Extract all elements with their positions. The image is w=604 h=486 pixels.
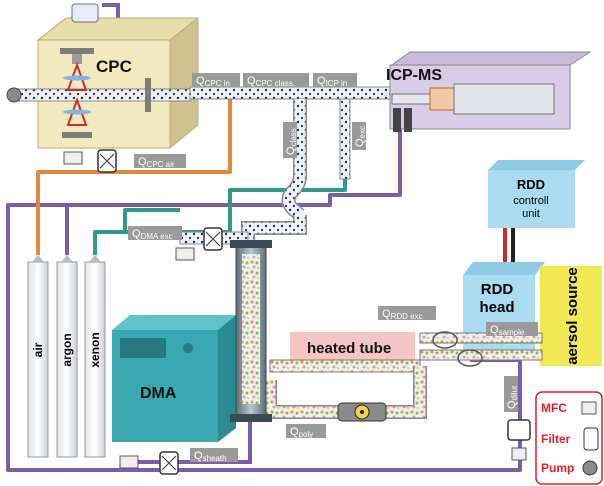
- heated-tube-label: heated tube: [307, 340, 391, 357]
- svg-text:QCPC class.: QCPC class.: [247, 75, 295, 88]
- rdd-control-line3: unit: [522, 208, 540, 220]
- cpc-instrument: [6, 3, 200, 150]
- svg-text:Qpoly: Qpoly: [290, 426, 313, 439]
- legend-pump-label: Pump: [541, 461, 574, 475]
- legend-filter-label: Filter: [541, 432, 571, 446]
- cpc-air-mfc: [63, 149, 117, 173]
- svg-text:QCPC air: QCPC air: [138, 156, 175, 169]
- icpms-instrument: [389, 51, 592, 132]
- gas-argon-label: argon: [60, 333, 74, 366]
- icpms-label: ICP-MS: [386, 67, 442, 84]
- flow-label-dma-exc: QDMA exc: [128, 226, 182, 241]
- dma-label: DMA: [140, 385, 177, 402]
- legend-box: MFC Filter Pump: [535, 391, 603, 485]
- flow-label-icp-in: QICP in: [313, 73, 357, 88]
- flow-label-sheath: Qsheath: [190, 448, 238, 463]
- flow-label-exc: Qexc: [352, 122, 367, 150]
- flow-label-class: Qclass: [283, 122, 298, 158]
- svg-text:Qdilut: Qdilut: [506, 385, 519, 409]
- flow-label-cpc-in: QCPC in: [192, 73, 240, 88]
- rdd-head-line2: head: [479, 299, 514, 316]
- legend-mfc-icon: [581, 401, 597, 415]
- cpc-to-icp-tube: [189, 86, 401, 100]
- cpc-label: CPC: [96, 57, 132, 76]
- svg-text:QCPC in: QCPC in: [196, 75, 230, 88]
- legend-filter-icon: [583, 427, 599, 451]
- flow-label-rdd-exc: QRDD exc: [378, 306, 436, 321]
- svg-text:QDMA exc: QDMA exc: [132, 228, 173, 241]
- legend-mfc-label: MFC: [541, 401, 567, 415]
- aerosol-source-label: aersol source: [564, 267, 581, 365]
- sheath-mfc: [119, 451, 179, 475]
- neutralizer: [337, 402, 387, 422]
- svg-text:Qexc: Qexc: [354, 126, 367, 147]
- flow-label-cpc-air: QCPC air: [134, 154, 186, 169]
- rdd-head-line1: RDD: [481, 281, 514, 298]
- gas-cylinders: [27, 255, 106, 458]
- rdd-control-line2: controll: [513, 195, 548, 207]
- sample-tube-top: [419, 332, 543, 344]
- legend-pump-icon: [582, 460, 598, 476]
- dma-instrument: [112, 315, 236, 442]
- argon-top-line: [102, 3, 120, 20]
- dilut-mfc: [507, 419, 531, 461]
- rdd-control-unit: [488, 160, 585, 228]
- exc-tube: [339, 98, 351, 180]
- flow-label-sample: Qsample: [486, 322, 538, 337]
- gas-xenon-label: xenon: [88, 332, 102, 367]
- svg-text:Qsample: Qsample: [490, 324, 525, 337]
- svg-text:Qsheath: Qsheath: [194, 450, 227, 463]
- dma-column: [230, 240, 272, 422]
- aerosol-source: [540, 266, 602, 366]
- rdd-control-line1: RDD: [517, 177, 545, 192]
- svg-text:Qclass: Qclass: [285, 128, 298, 155]
- flow-label-dilut: Qdilut: [504, 376, 519, 412]
- svg-text:QICP in: QICP in: [317, 75, 347, 88]
- gas-air-label: air: [31, 342, 45, 357]
- dma-exc-mfc: [175, 227, 223, 261]
- svg-text:QRDD exc: QRDD exc: [382, 308, 423, 321]
- heated-tube: [269, 332, 421, 373]
- flow-label-cpc-class: QCPC class.: [243, 73, 309, 88]
- flow-label-poly: Qpoly: [286, 424, 326, 439]
